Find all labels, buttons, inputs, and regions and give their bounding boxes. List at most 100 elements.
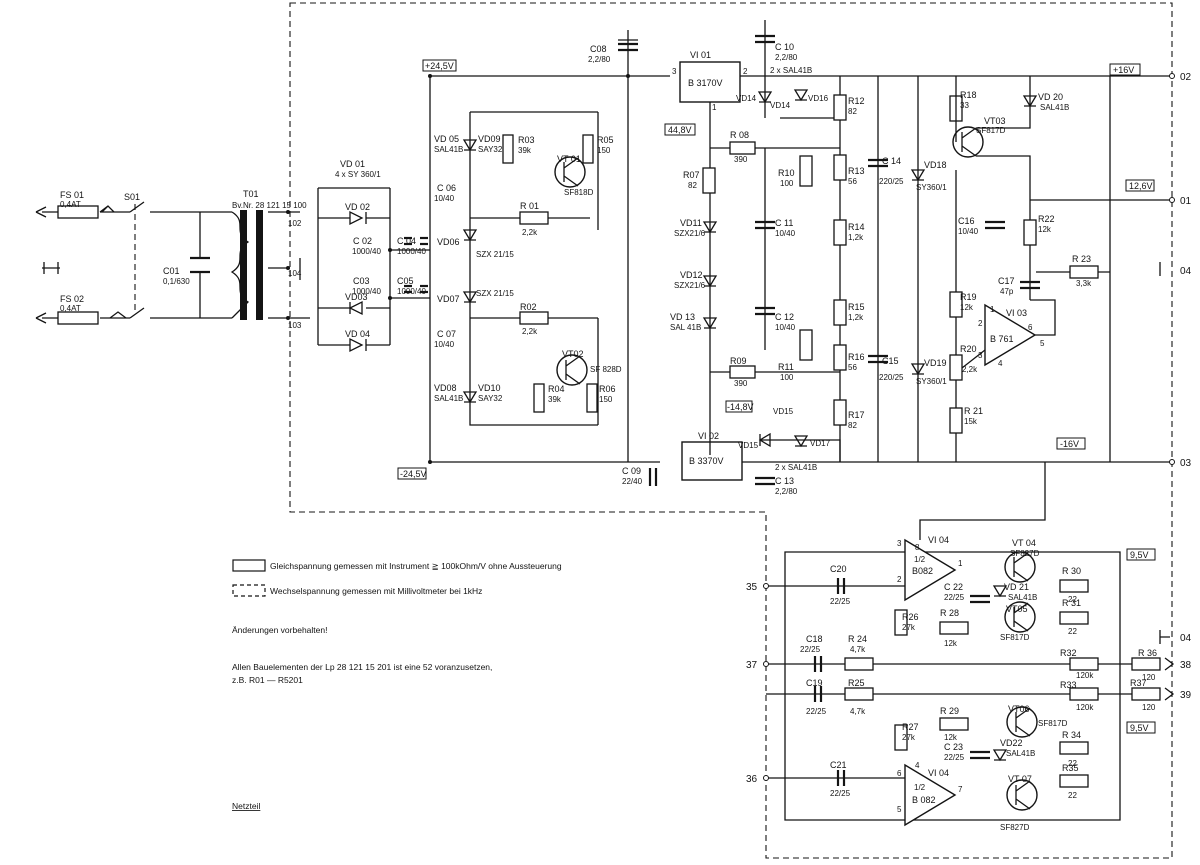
label-r20: R20 (960, 344, 977, 354)
label-r09: R09 (730, 356, 747, 366)
pin-vi04b-6: 6 (897, 769, 902, 778)
label-c12: C 12 (775, 312, 794, 322)
value-t01: Bv.Nr. 28 121 15 100 (232, 201, 307, 210)
label-r07: R07 (683, 170, 700, 180)
label-r28: R 28 (940, 608, 959, 618)
voltage-boxes (397, 59, 1156, 734)
label-r11: R11 (778, 362, 794, 372)
ic-regulators (648, 20, 841, 486)
value-r14: 1,2k (848, 233, 864, 242)
label-c18: C18 (806, 634, 823, 644)
board-outline (289, 2, 1173, 859)
value-vt01: SF818D (564, 188, 594, 197)
value-r04: 39k (548, 395, 562, 404)
pin-vi03-6: 6 (1028, 323, 1033, 332)
label-vt03: VT03 (984, 116, 1006, 126)
value-r17: 82 (848, 421, 857, 430)
value-vi01: B 3170V (688, 78, 723, 88)
label-vd16: VD16 (808, 94, 829, 103)
value-r23: 3,3k (1076, 279, 1092, 288)
label-vd21: VD 21 (1004, 582, 1029, 592)
audio-labels: C20 22/25 VI 04 1/2 B082 8 3 2 1 VT 04 S… (800, 535, 1157, 832)
schematic-title: Netzteil (232, 801, 260, 811)
label-vd13: VD 13 (670, 312, 695, 322)
terminal-03: 03 (1180, 458, 1192, 469)
terminal-36: 36 (746, 774, 758, 785)
value-r22: 12k (1038, 225, 1052, 234)
value-vt06: SF817D (1038, 719, 1068, 728)
label-vd08: VD08 (434, 383, 457, 393)
pin-vi04a-2: 2 (897, 575, 902, 584)
pin-104: 104 (288, 269, 302, 278)
label-vi03: VI 03 (1006, 308, 1027, 318)
pin-vi04a-1: 1 (958, 559, 963, 568)
value-r06: 150 (599, 395, 613, 404)
value-c03: 1000/40 (352, 287, 381, 296)
label-c07: C 07 (437, 329, 456, 339)
value-c04: 1000/40 (397, 247, 426, 256)
label-c03: C03 (353, 276, 370, 286)
mains-input (35, 201, 310, 325)
pin-vi01-3: 3 (672, 67, 677, 76)
label-r32: R32 (1060, 648, 1077, 658)
label-c16: C16 (958, 216, 975, 226)
label-vd09: VD09 (478, 134, 501, 144)
value-r35: 22 (1068, 791, 1077, 800)
label-vd18: VD18 (924, 160, 947, 170)
value-c19: 22/25 (806, 707, 827, 716)
prefix-note-2: z.B. R01 — R5201 (232, 675, 303, 685)
value-c12: 10/40 (775, 323, 796, 332)
label-vi02: VI 02 (698, 431, 719, 441)
value-fs01: 0,4AT (60, 200, 81, 209)
label-r08: R 08 (730, 130, 749, 140)
label-vi04b: VI 04 (928, 768, 949, 778)
input-labels: FS 01 0,4AT FS 02 0,4AT S01 C01 0,1/630 … (60, 189, 307, 330)
value-vt04: SF827D (1010, 549, 1040, 558)
value-c17: 47p (1000, 287, 1014, 296)
value-r05: 150 (597, 146, 611, 155)
value-c09: 22/40 (622, 477, 643, 486)
supply-rails (428, 30, 1175, 465)
value-c10: 2,2/80 (775, 53, 798, 62)
value-r10: 100 (780, 179, 794, 188)
label-vd19: VD19 (924, 358, 947, 368)
label-r05: R05 (597, 135, 614, 145)
value-vt03: SF817D (976, 126, 1006, 135)
label-r15: R15 (848, 302, 865, 312)
value-vi04a: B082 (912, 566, 933, 576)
label-vd15a: VD15 (738, 441, 759, 450)
label-r22: R22 (1038, 214, 1055, 224)
value-c18: 22/25 (800, 645, 821, 654)
legend-symbols (232, 559, 266, 597)
label-r13: R13 (848, 166, 865, 176)
voltage-126: 12,6V (1129, 181, 1153, 191)
label-c04: C 04 (397, 236, 416, 246)
label-vt07: VT 07 (1008, 774, 1032, 784)
label-c13: C 13 (775, 476, 794, 486)
pin-vi01-2: 2 (743, 67, 748, 76)
value-r30: 22 (1068, 595, 1077, 604)
bridge-rectifier (317, 187, 430, 353)
voltage-m245: -24,5V (400, 469, 427, 479)
value-c02: 1000/40 (352, 247, 381, 256)
label-vd10: VD10 (478, 383, 501, 393)
label-vt04: VT 04 (1012, 538, 1036, 548)
label-r23: R 23 (1072, 254, 1091, 264)
label-szx1: SZX 21/15 (476, 250, 514, 259)
value-c14: 220/25 (879, 177, 904, 186)
label-t01: T01 (243, 189, 259, 199)
label-r10: R10 (778, 168, 795, 178)
output-12v-stage (949, 76, 1110, 462)
pin-vi04b-5: 5 (897, 805, 902, 814)
label-r03: R03 (518, 135, 535, 145)
pin-vi03-2: 2 (978, 319, 983, 328)
value-c23: 22/25 (944, 753, 965, 762)
label-r34: R 34 (1062, 730, 1081, 740)
label-c06: C 06 (437, 183, 456, 193)
voltage-p16: +16V (1113, 65, 1134, 75)
value-c22: 22/25 (944, 593, 965, 602)
label-r17: R17 (848, 410, 865, 420)
value-c15: 220/25 (879, 373, 904, 382)
value-r12: 82 (848, 107, 857, 116)
label-c17: C17 (998, 276, 1015, 286)
